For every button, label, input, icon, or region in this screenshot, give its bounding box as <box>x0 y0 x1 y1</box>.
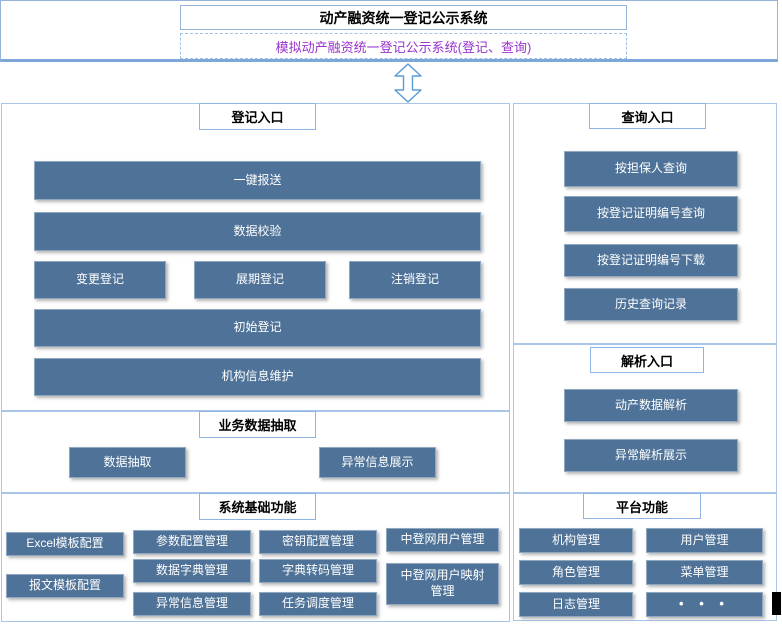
system-title: 动产融资统一登记公示系统 <box>180 5 627 30</box>
key-config-manage-button[interactable]: 密钥配置管理 <box>259 530 377 554</box>
updown-arrow-icon <box>393 63 423 103</box>
dict-transcode-manage-button[interactable]: 字典转码管理 <box>259 559 377 583</box>
platform-functions-title: 平台功能 <box>583 493 701 519</box>
panel-system-basic-functions: 系统基础功能 Excel模板配置 报文模板配置 参数配置管理 数据字典管理 异常… <box>1 493 510 622</box>
menu-manage-button[interactable]: 菜单管理 <box>646 560 763 585</box>
data-check-button[interactable]: 数据校验 <box>34 212 481 251</box>
param-config-manage-button[interactable]: 参数配置管理 <box>133 530 251 554</box>
message-template-config-button[interactable]: 报文模板配置 <box>6 574 124 598</box>
role-manage-button[interactable]: 角色管理 <box>519 560 633 585</box>
history-query-record-button[interactable]: 历史查询记录 <box>564 288 738 321</box>
one-key-report-button[interactable]: 一键报送 <box>34 161 481 200</box>
data-dict-manage-button[interactable]: 数据字典管理 <box>133 559 251 583</box>
log-manage-button[interactable]: 日志管理 <box>519 592 633 617</box>
system-banner: 动产融资统一登记公示系统 模拟动产融资统一登记公示系统(登记、查询) <box>0 0 778 62</box>
more-functions-button[interactable]: • • • <box>646 592 763 617</box>
parse-entry-title: 解析入口 <box>590 347 704 373</box>
panel-query-entry: 查询入口 按担保人查询 按登记证明编号查询 按登记证明编号下载 历史查询记录 <box>513 103 777 344</box>
text-cursor-mark <box>772 592 781 615</box>
abnormal-info-manage-button[interactable]: 异常信息管理 <box>133 592 251 616</box>
query-by-cert-no-button[interactable]: 按登记证明编号查询 <box>564 196 738 232</box>
panel-register-entry: 登记入口 一键报送 数据校验 变更登记 展期登记 注销登记 初始登记 机构信息维… <box>1 103 510 411</box>
abnormal-parse-show-button[interactable]: 异常解析展示 <box>564 439 738 472</box>
movable-data-parse-button[interactable]: 动产数据解析 <box>564 389 738 422</box>
zdw-user-map-manage-button[interactable]: 中登网用户映射管理 <box>386 563 499 605</box>
panel-parse-entry: 解析入口 动产数据解析 异常解析展示 <box>513 344 777 493</box>
org-manage-button[interactable]: 机构管理 <box>519 528 633 553</box>
change-registration-button[interactable]: 变更登记 <box>34 261 166 299</box>
panel-platform-functions: 平台功能 机构管理 用户管理 角色管理 菜单管理 日志管理 • • • <box>513 493 777 621</box>
zdw-user-manage-button[interactable]: 中登网用户管理 <box>386 528 499 552</box>
org-info-maintain-button[interactable]: 机构信息维护 <box>34 358 481 396</box>
cancel-registration-button[interactable]: 注销登记 <box>349 261 481 299</box>
sim-system-title: 模拟动产融资统一登记公示系统(登记、查询) <box>180 33 627 59</box>
excel-template-config-button[interactable]: Excel模板配置 <box>6 532 124 556</box>
task-schedule-manage-button[interactable]: 任务调度管理 <box>259 592 377 616</box>
cert-no-download-button[interactable]: 按登记证明编号下载 <box>564 244 738 277</box>
system-basic-functions-title: 系统基础功能 <box>199 493 316 520</box>
panel-business-data-extract: 业务数据抽取 数据抽取 异常信息展示 <box>1 411 510 493</box>
extend-registration-button[interactable]: 展期登记 <box>194 261 326 299</box>
register-entry-title: 登记入口 <box>199 103 316 130</box>
business-data-extract-title: 业务数据抽取 <box>199 411 316 438</box>
data-extract-button[interactable]: 数据抽取 <box>69 447 186 478</box>
initial-registration-button[interactable]: 初始登记 <box>34 309 481 347</box>
query-by-guarantor-button[interactable]: 按担保人查询 <box>564 151 738 187</box>
abnormal-info-show-button[interactable]: 异常信息展示 <box>319 447 436 478</box>
user-manage-button[interactable]: 用户管理 <box>646 528 763 553</box>
query-entry-title: 查询入口 <box>589 103 706 129</box>
